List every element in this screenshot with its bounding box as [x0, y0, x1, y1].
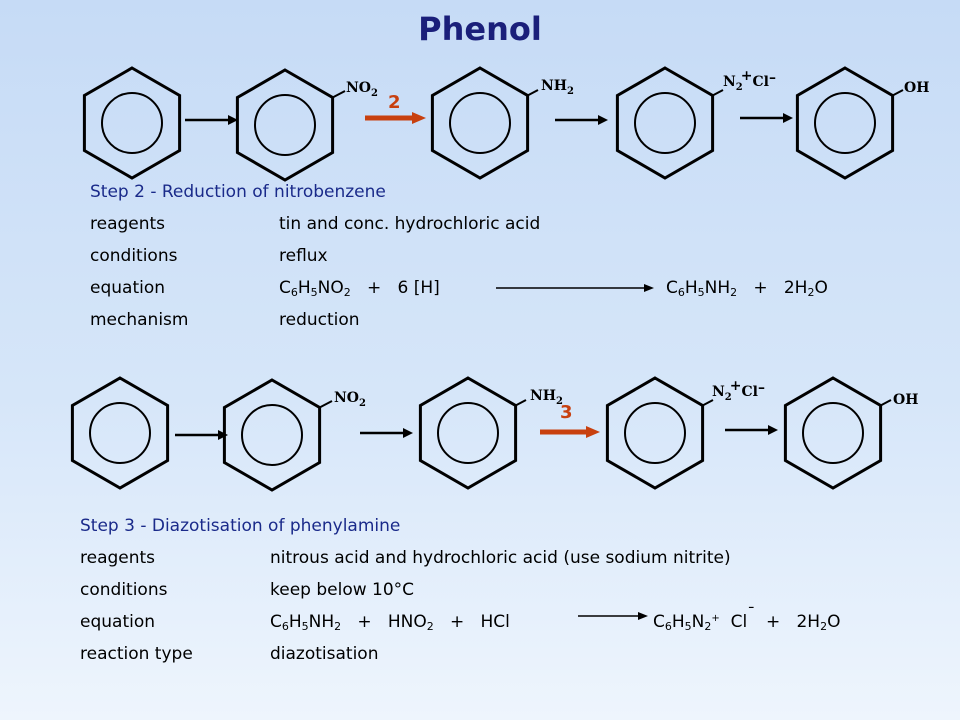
row-key: conditions	[80, 580, 168, 600]
row-key: reaction type	[80, 644, 193, 664]
equation-left: C6H5NO2 + 6 [H]	[279, 278, 440, 299]
step2-equation-row: equation C6H5NO2 + 6 [H] C6H5NH2 + 2H2O	[90, 272, 910, 304]
nh2-label: NH2	[541, 78, 574, 97]
row-key: equation	[90, 278, 166, 298]
step2-reagents-row: reagents tin and conc. hydrochloric acid	[90, 208, 910, 240]
row-key: conditions	[90, 246, 178, 266]
diazonium-ring	[605, 376, 714, 490]
reaction-arrow	[175, 430, 228, 440]
no2-label: NO2	[334, 390, 366, 409]
phenol-ring	[783, 376, 892, 490]
diazonium-ring	[615, 66, 724, 180]
highlight-arrow	[540, 426, 600, 438]
benzene-ring	[70, 376, 170, 490]
row-key: reagents	[90, 214, 166, 234]
row-key: reagents	[80, 548, 156, 568]
row-value: nitrous acid and hydrochloric acid (use …	[270, 548, 731, 568]
reaction-arrow	[555, 115, 608, 125]
reaction-arrow	[725, 425, 778, 435]
step2-heading: Step 2 - Reduction of nitrobenzene	[90, 182, 386, 202]
row-value: reduction	[279, 310, 360, 330]
equation-right: C6H5NH2 + 2H2O	[666, 278, 828, 299]
row-value: reflux	[279, 246, 328, 266]
equation-arrow	[496, 284, 654, 292]
phenylamine-ring	[418, 376, 527, 490]
oh-label: OH	[893, 392, 918, 408]
oh-label: OH	[904, 80, 929, 96]
step3-reaction-type-row: reaction type diazotisation	[80, 638, 940, 670]
equation-left: C6H5NH2 + HNO2 + HCl	[270, 612, 510, 633]
step-number-2: 2	[388, 92, 401, 113]
step2-conditions-row: conditions reflux	[90, 240, 910, 272]
equation-right: C6H5N2+ Cl¯ + 2H2O	[653, 604, 841, 633]
step3-heading: Step 3 - Diazotisation of phenylamine	[80, 516, 401, 536]
row-value: diazotisation	[270, 644, 379, 664]
phenylamine-ring	[430, 66, 539, 180]
step2-mechanism-row: mechanism reduction	[90, 304, 910, 336]
step2-block: Step 2 - Reduction of nitrobenzene reage…	[90, 176, 910, 336]
reaction-scheme-top: NO2 2 NH2 N2+Cl– OH	[82, 66, 929, 182]
highlight-arrow	[365, 112, 426, 124]
nh2-label: NH2	[530, 388, 563, 407]
n2cl-label: N2+Cl–	[712, 378, 765, 403]
reaction-scheme-bottom: NO2 NH2 3 N2+Cl– OH	[70, 376, 918, 492]
page-title: Phenol	[418, 10, 542, 48]
nitrobenzene-ring	[235, 68, 346, 182]
benzene-ring	[82, 66, 182, 180]
n2cl-label: N2+Cl–	[723, 68, 776, 93]
row-key: mechanism	[90, 310, 189, 330]
reaction-arrow	[185, 115, 238, 125]
row-value: keep below 10°C	[270, 580, 415, 600]
step3-conditions-row: conditions keep below 10°C	[80, 574, 940, 606]
row-key: equation	[80, 612, 156, 632]
step3-block: Step 3 - Diazotisation of phenylamine re…	[80, 510, 940, 670]
step3-reagents-row: reagents nitrous acid and hydrochloric a…	[80, 542, 940, 574]
step3-equation-row: equation C6H5NH2 + HNO2 + HCl C6H5N2+ Cl…	[80, 606, 940, 638]
no2-label: NO2	[346, 80, 378, 99]
row-value: tin and conc. hydrochloric acid	[279, 214, 541, 234]
step-number-3: 3	[560, 402, 573, 423]
nitrobenzene-ring	[222, 378, 333, 492]
reaction-arrow	[740, 113, 793, 123]
equation-arrow	[578, 612, 648, 620]
phenol-ring	[795, 66, 904, 180]
reaction-arrow	[360, 428, 413, 438]
